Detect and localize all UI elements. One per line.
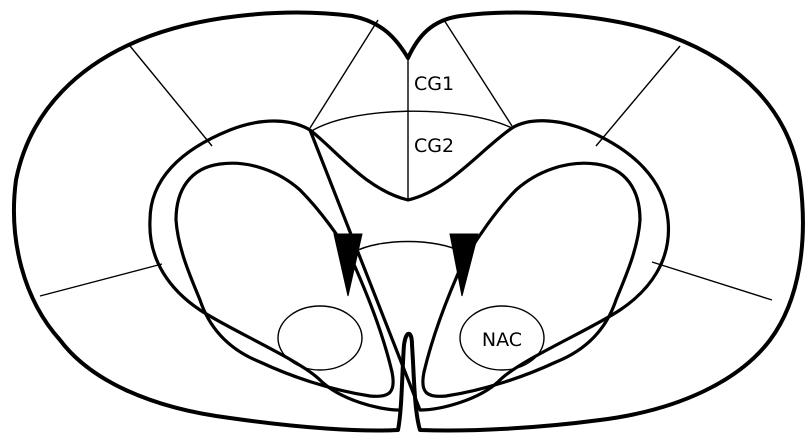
left-nac-ellipse bbox=[277, 305, 363, 371]
right-arrowhead bbox=[449, 233, 479, 297]
label-cg2: CG2 bbox=[414, 135, 454, 157]
outer-brain-outline bbox=[12, 10, 805, 433]
right-divider-lateral bbox=[651, 261, 773, 301]
cg1-cg2-boundary bbox=[309, 110, 513, 133]
right-nac-ellipse bbox=[459, 305, 545, 371]
left-divider-dorsal bbox=[309, 19, 379, 129]
right-striatum-contour bbox=[421, 161, 642, 398]
left-striatum-contour bbox=[174, 161, 395, 398]
label-cg1: CG1 bbox=[414, 73, 454, 95]
left-divider-lateral bbox=[39, 263, 163, 297]
right-divider-dorsolateral bbox=[595, 45, 681, 147]
left-divider-dorsolateral bbox=[129, 45, 213, 147]
left-arrowhead bbox=[333, 233, 363, 297]
right-divider-dorsal bbox=[443, 19, 513, 127]
label-nac: NAC bbox=[482, 329, 522, 351]
commissure-curve bbox=[353, 240, 463, 253]
